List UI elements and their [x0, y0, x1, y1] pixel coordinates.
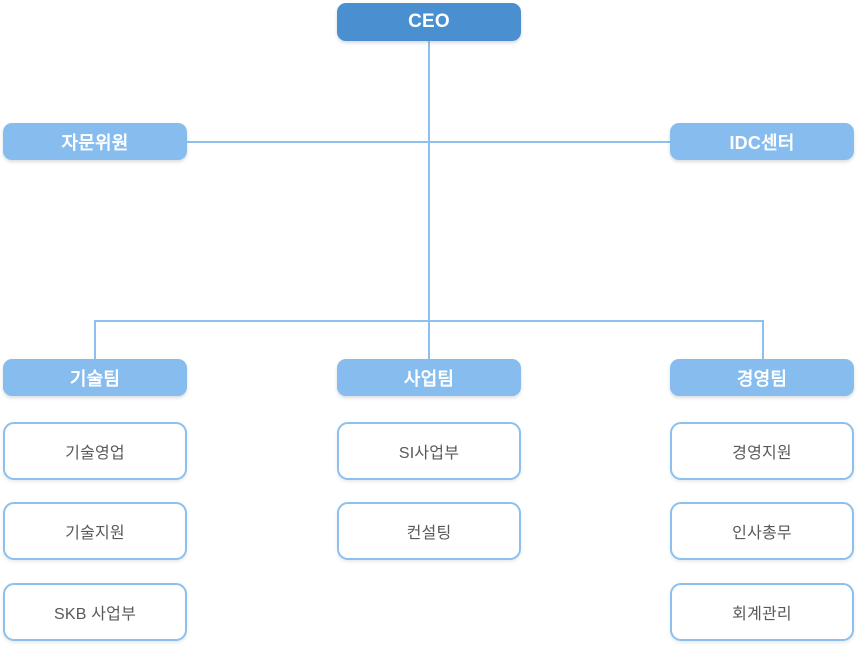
node-unit-technical-support-label: 기술지원: [65, 525, 125, 542]
connector-drop-team-1: [94, 320, 96, 360]
connector-drop-team-3: [762, 320, 764, 360]
node-ceo[interactable]: CEO: [337, 3, 521, 41]
node-idc-center-label: IDC센터: [729, 132, 795, 153]
node-unit-technical-sales-label: 기술영업: [65, 445, 125, 462]
node-team-management-label: 경영팀: [736, 368, 788, 389]
node-unit-accounting[interactable]: 회계관리: [670, 583, 854, 641]
node-team-management[interactable]: 경영팀: [670, 359, 854, 396]
node-unit-skb-division[interactable]: SKB 사업부: [3, 583, 187, 641]
node-unit-accounting-label: 회계관리: [732, 606, 792, 623]
node-team-business-label: 사업팀: [403, 368, 455, 389]
node-unit-hr-general-affairs[interactable]: 인사총무: [670, 502, 854, 560]
node-advisory-committee-label: 자문위원: [61, 132, 129, 153]
node-unit-technical-sales[interactable]: 기술영업: [3, 422, 187, 480]
node-unit-hr-general-affairs-label: 인사총무: [732, 525, 792, 542]
node-idc-center[interactable]: IDC센터: [670, 123, 854, 160]
node-unit-consulting[interactable]: 컨설팅: [337, 502, 521, 560]
node-unit-technical-support[interactable]: 기술지원: [3, 502, 187, 560]
node-unit-management-support-label: 경영지원: [732, 445, 792, 462]
node-unit-si-division[interactable]: SI사업부: [337, 422, 521, 480]
node-unit-skb-division-label: SKB 사업부: [53, 606, 137, 623]
node-ceo-label: CEO: [408, 11, 450, 32]
connector-staff-horizontal: [184, 141, 679, 143]
node-unit-si-division-label: SI사업부: [398, 445, 460, 462]
connector-drop-team-2: [428, 320, 430, 360]
connector-trunk-vertical: [428, 40, 430, 321]
node-team-technology-label: 기술팀: [69, 368, 121, 389]
node-unit-consulting-label: 컨설팅: [406, 525, 452, 542]
node-advisory-committee[interactable]: 자문위원: [3, 123, 187, 160]
node-team-technology[interactable]: 기술팀: [3, 359, 187, 396]
node-unit-management-support[interactable]: 경영지원: [670, 422, 854, 480]
node-team-business[interactable]: 사업팀: [337, 359, 521, 396]
